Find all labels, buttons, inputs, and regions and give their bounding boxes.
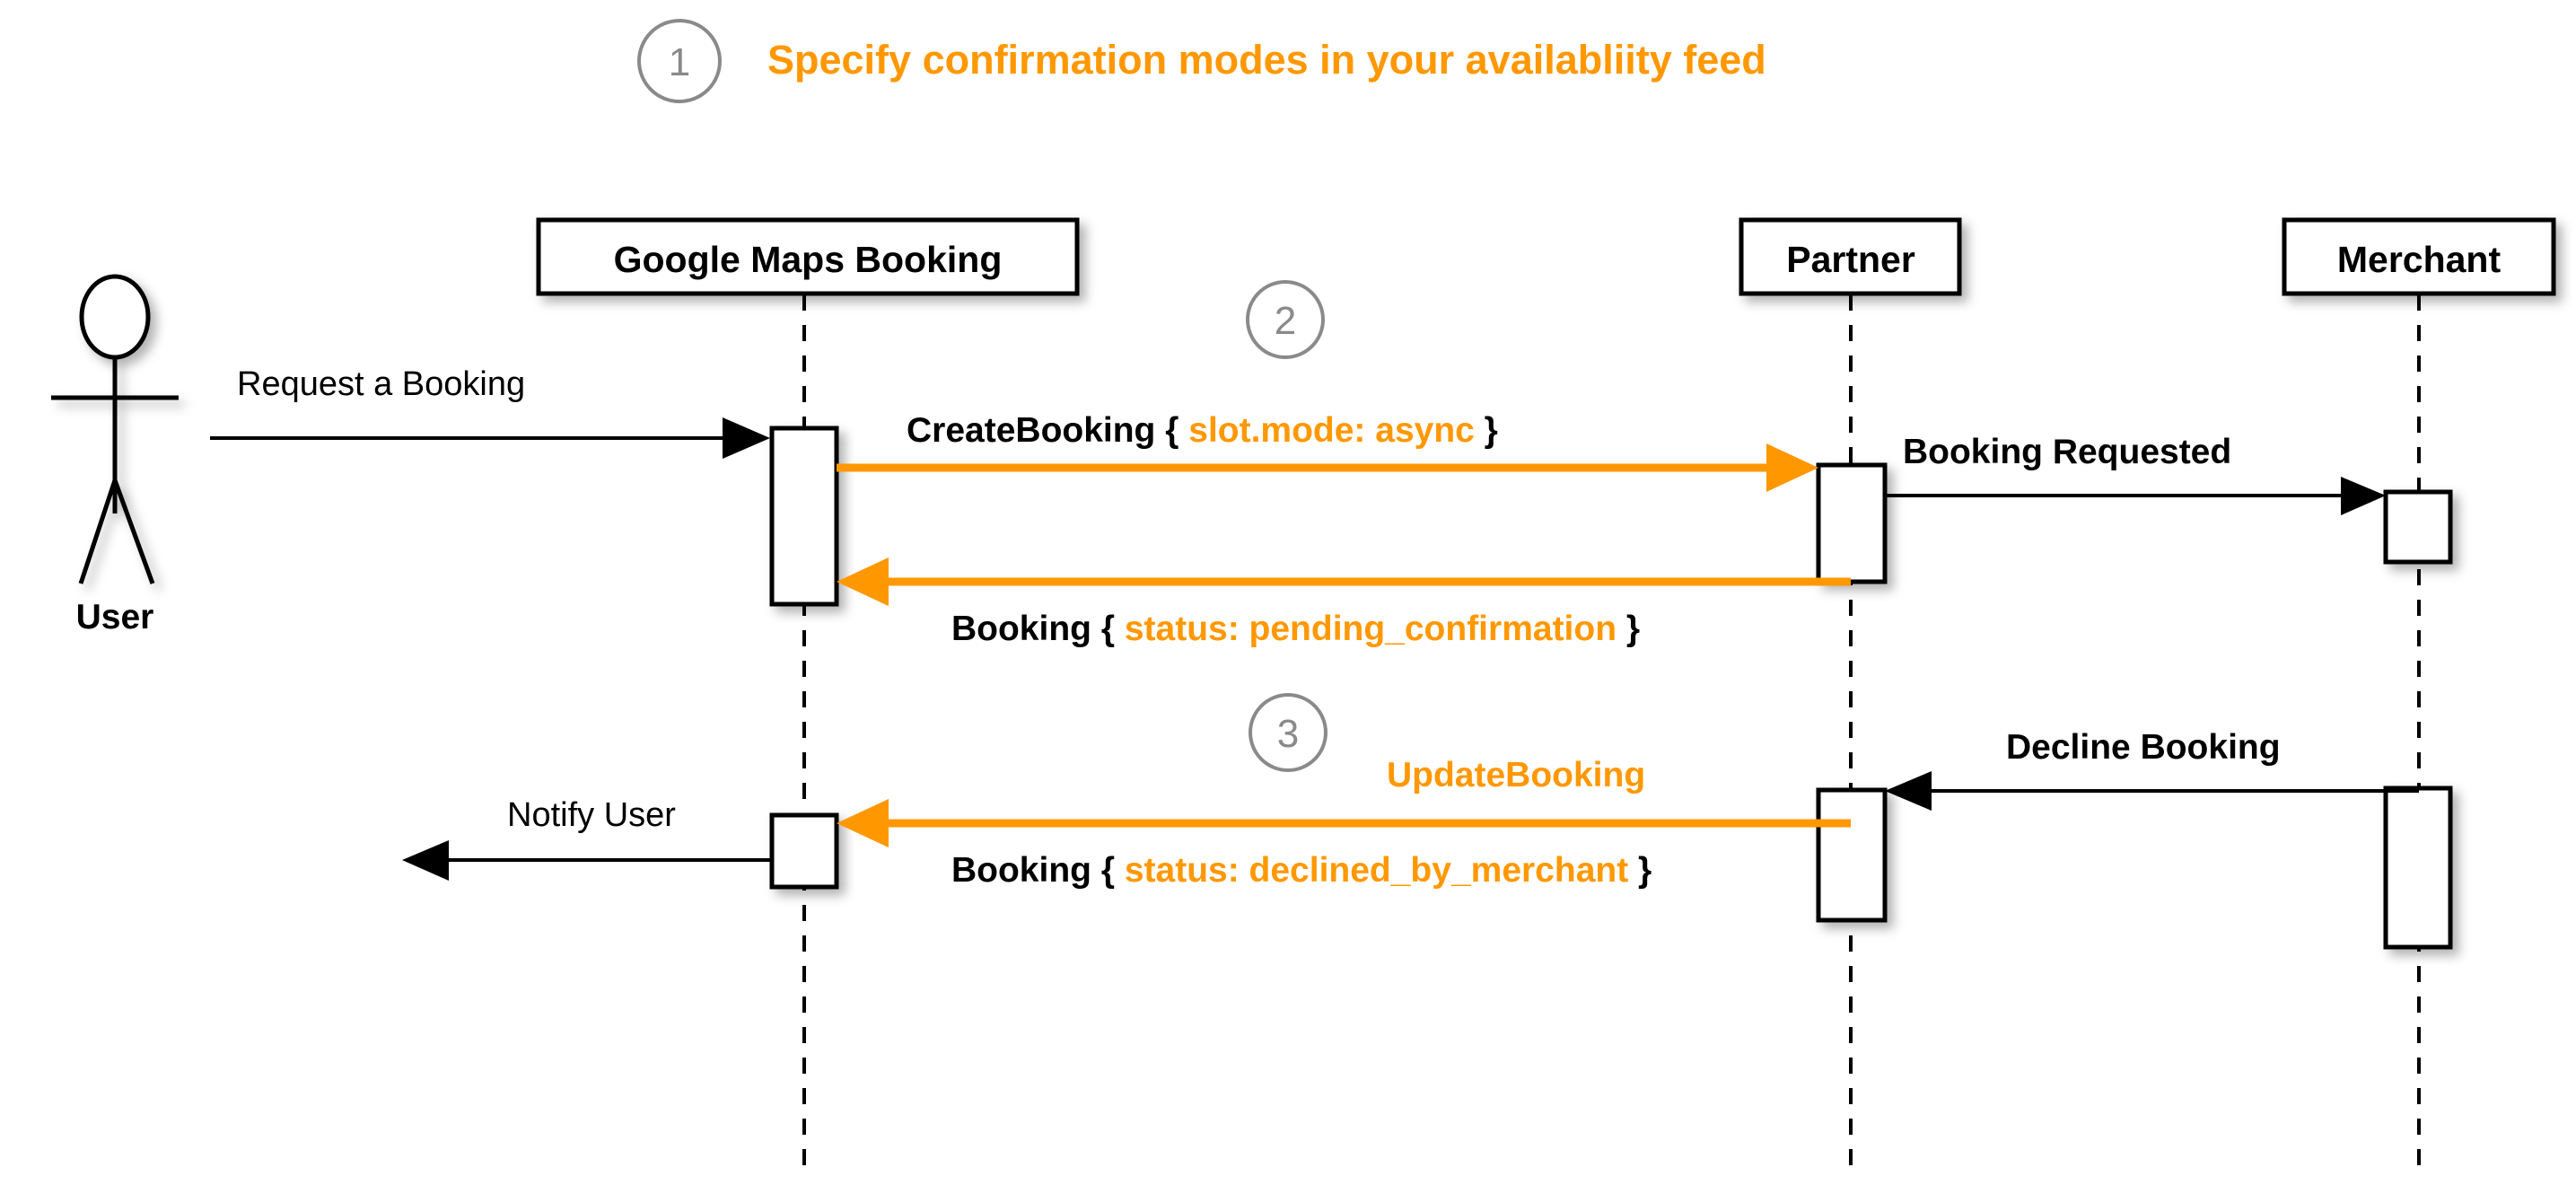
user-head-icon	[79, 274, 151, 360]
create-booking-prefix: CreateBooking	[907, 411, 1155, 450]
activation-merchant-upper	[2383, 489, 2453, 565]
step-marker-1-number: 1	[669, 40, 690, 84]
booking-declined-open: {	[1091, 851, 1125, 890]
create-booking-close: }	[1475, 411, 1498, 450]
message-create-booking: CreateBooking { slot.mode: async }	[837, 411, 1818, 492]
step-marker-3: 3	[1249, 693, 1327, 772]
step-marker-1: 1	[637, 19, 722, 103]
message-label-update-booking: UpdateBooking	[1387, 756, 1645, 794]
page-title: Specify confirmation modes in your avail…	[767, 37, 1766, 83]
activation-gmb-lower	[769, 812, 839, 890]
create-booking-open: {	[1155, 411, 1188, 450]
message-decline-booking: Decline Booking	[1885, 728, 2419, 811]
user-leg-left	[78, 479, 118, 584]
message-label-booking-requested: Booking Requested	[1903, 433, 2231, 471]
booking-declined-payload: status: declined_by_merchant	[1125, 851, 1628, 890]
create-booking-payload: slot.mode: async	[1188, 411, 1475, 450]
booking-pending-open: {	[1091, 610, 1125, 648]
step-marker-2-number: 2	[1275, 299, 1296, 343]
actor-label-partner: Partner	[1786, 239, 1915, 280]
booking-declined-prefix: Booking	[951, 851, 1091, 890]
actor-box-merchant[interactable]: Merchant	[2282, 217, 2556, 296]
actor-label-merchant: Merchant	[2337, 239, 2502, 280]
message-request-a-booking: Request a Booking	[210, 365, 770, 459]
message-label-decline-booking: Decline Booking	[2006, 728, 2281, 767]
step-marker-2: 2	[1246, 280, 1325, 359]
message-label-create-booking: CreateBooking { slot.mode: async }	[907, 411, 1498, 450]
booking-declined-close: }	[1628, 851, 1652, 890]
actor-box-google-maps-booking[interactable]: Google Maps Booking	[536, 217, 1080, 296]
message-booking-pending-confirmation: Booking { status: pending_confirmation }	[837, 557, 1851, 648]
message-update-booking: UpdateBooking Booking { status: declined…	[837, 756, 1851, 890]
message-booking-requested: Booking Requested	[1885, 433, 2386, 515]
user-leg-right	[112, 479, 155, 584]
actor-label-user: User	[76, 598, 154, 636]
activation-gmb-upper	[769, 426, 839, 607]
activation-partner-lower	[1816, 787, 1888, 923]
message-notify-user: Notify User	[402, 796, 772, 881]
message-label-request-a-booking: Request a Booking	[237, 365, 525, 403]
activation-merchant-lower	[2383, 786, 2453, 950]
actor-box-partner[interactable]: Partner	[1739, 217, 1962, 296]
message-label-booking-declined: Booking { status: declined_by_merchant }	[951, 851, 1652, 890]
booking-pending-close: }	[1617, 610, 1640, 648]
message-label-booking-pending-confirmation: Booking { status: pending_confirmation }	[951, 610, 1640, 648]
step-marker-3-number: 3	[1277, 712, 1299, 756]
activation-partner-upper	[1816, 462, 1888, 584]
booking-pending-prefix: Booking	[951, 610, 1091, 648]
actor-label-google-maps-booking: Google Maps Booking	[614, 239, 1003, 280]
booking-pending-payload: status: pending_confirmation	[1125, 610, 1617, 648]
message-label-notify-user: Notify User	[507, 796, 676, 834]
actor-user[interactable]	[51, 274, 179, 584]
